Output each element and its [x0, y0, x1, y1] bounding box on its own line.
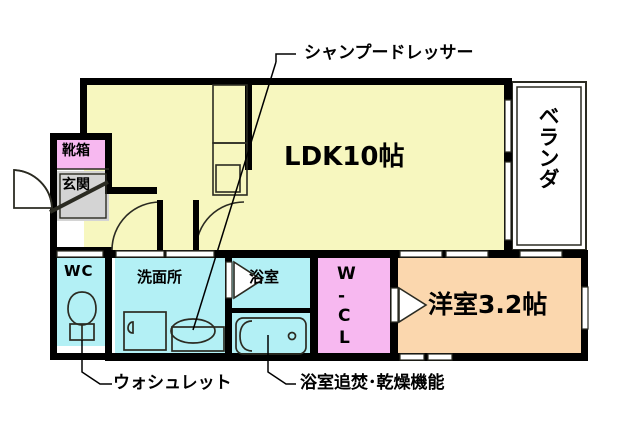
- annotation-washlet: ウォシュレット: [113, 373, 232, 393]
- bathroom-door[interactable]: [225, 260, 264, 300]
- vanity-sink: [170, 318, 225, 352]
- room-label-closet-c: C: [338, 306, 351, 326]
- room-label-veranda: ベランダ: [536, 105, 561, 189]
- bedroom-door[interactable]: [390, 286, 428, 324]
- room-label-closet-w: W: [337, 264, 356, 284]
- room-fill-shoebox: [57, 139, 109, 169]
- room-label-shoebox: 靴箱: [62, 143, 90, 159]
- entrance-door[interactable]: [13, 169, 109, 214]
- entrance-step: [59, 173, 107, 219]
- washing-machine-pan: [123, 311, 167, 351]
- annotation-shampoo-dresser: シャンプードレッサー: [304, 43, 474, 63]
- room-label-wc: WC: [64, 262, 94, 280]
- room-fill-bedroom: [398, 258, 588, 358]
- room-label-washroom: 洗面所: [137, 268, 183, 286]
- hall-door-2[interactable]: [193, 200, 245, 251]
- window-openings: [56, 99, 589, 361]
- bathroom-partition: [232, 308, 310, 313]
- annotation-leaders: [81, 53, 296, 385]
- room-fill-hall: [110, 196, 220, 250]
- bathtub: [235, 317, 307, 355]
- hall-door-1[interactable]: [111, 200, 163, 251]
- annotation-bath-reheat-dry: 浴室追焚･乾燥機能: [300, 373, 445, 393]
- room-fill-closet: [318, 258, 390, 358]
- room-label-closet-dash: -: [338, 286, 346, 306]
- room-label-bedroom: 洋室3.2帖: [428, 290, 548, 319]
- room-label-ldk: LDK10帖: [284, 142, 405, 172]
- veranda-inner-line: [516, 86, 582, 246]
- room-label-bathroom: 浴室: [249, 268, 280, 286]
- room-label-entrance: 玄関: [62, 177, 90, 193]
- room-label-closet-l: L: [339, 328, 350, 348]
